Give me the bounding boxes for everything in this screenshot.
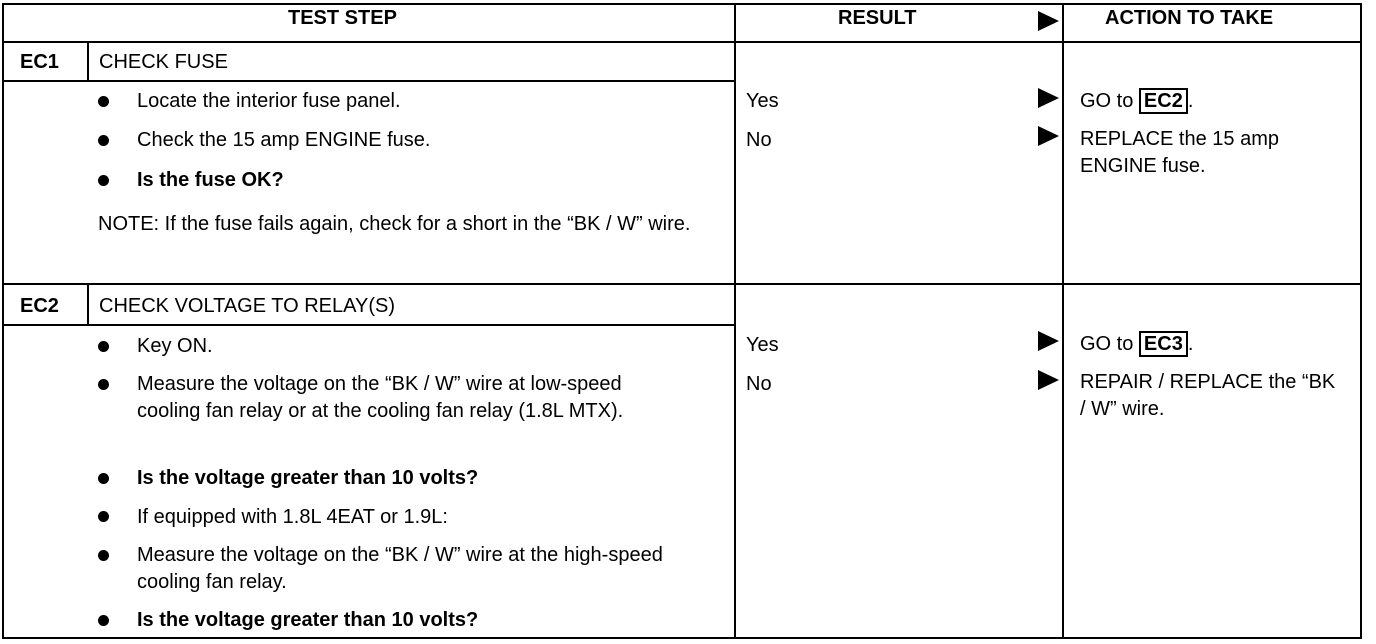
- header-result: RESULT: [838, 7, 917, 29]
- table-border-bottom: [2, 637, 1362, 639]
- col-divider-result-action: [1062, 3, 1064, 639]
- action-text: REPLACE the 15 amp ENGINE fuse.: [1080, 128, 1279, 177]
- step-item: If equipped with 1.8L 4EAT or 1.9L:: [137, 506, 448, 528]
- header-divider: [2, 41, 1362, 43]
- step-item: Measure the voltage on the “BK / W” wire…: [137, 373, 624, 422]
- bullet-icon: [98, 341, 109, 352]
- result-no: No: [746, 373, 772, 395]
- bullet-icon: [98, 96, 109, 107]
- bullet-icon: [98, 511, 109, 522]
- table-border-left: [2, 3, 4, 639]
- step-title: CHECK VOLTAGE TO RELAY(S): [99, 295, 395, 317]
- bullet-icon: [98, 615, 109, 626]
- ec1-code-divider: [87, 42, 89, 81]
- col-divider-test-result: [734, 3, 736, 639]
- step-item: Locate the interior fuse panel.: [137, 90, 401, 112]
- step-item: Measure the voltage on the “BK / W” wire…: [137, 544, 663, 593]
- bullet-icon: [98, 473, 109, 484]
- step-item: Key ON.: [137, 335, 213, 357]
- action-prefix: GO to: [1080, 90, 1134, 112]
- ec1-title-underline: [2, 80, 735, 82]
- result-no: No: [746, 129, 772, 151]
- arrow-icon: [1038, 126, 1059, 146]
- step-reference: EC3: [1138, 331, 1188, 357]
- step-title: CHECK FUSE: [99, 51, 228, 73]
- step-item: Check the 15 amp ENGINE fuse.: [137, 129, 431, 151]
- step-reference: EC2: [1138, 88, 1188, 114]
- step-question: Is the voltage greater than 10 volts?: [137, 609, 479, 631]
- arrow-icon: [1038, 370, 1059, 390]
- action-goto: GO to EC3.: [1080, 331, 1350, 358]
- action-goto: GO to EC2.: [1080, 88, 1350, 115]
- step-note: NOTE: If the fuse fails again, check for…: [98, 213, 691, 235]
- header-action: ACTION TO TAKE: [1105, 7, 1274, 29]
- row-divider-ec1-ec2: [2, 283, 1362, 285]
- ec2-title-underline: [2, 324, 735, 326]
- arrow-icon: [1038, 11, 1059, 31]
- step-code: EC1: [20, 51, 59, 73]
- arrow-icon: [1038, 331, 1059, 351]
- result-yes: Yes: [746, 90, 779, 112]
- action-text: REPAIR / REPLACE the “BK / W” wire.: [1080, 371, 1336, 420]
- action-prefix: GO to: [1080, 333, 1134, 355]
- bullet-icon: [98, 135, 109, 146]
- bullet-icon: [98, 379, 109, 390]
- result-yes: Yes: [746, 334, 779, 356]
- header-test-step: TEST STEP: [288, 7, 397, 29]
- arrow-icon: [1038, 88, 1059, 108]
- action-suffix: .: [1187, 90, 1194, 112]
- action-suffix: .: [1187, 333, 1194, 355]
- step-question: Is the voltage greater than 10 volts?: [137, 467, 479, 489]
- bullet-icon: [98, 550, 109, 561]
- ec2-code-divider: [87, 284, 89, 325]
- table-border-right: [1360, 3, 1362, 639]
- bullet-icon: [98, 175, 109, 186]
- step-question: Is the fuse OK?: [137, 169, 284, 191]
- step-code: EC2: [20, 295, 59, 317]
- table-border-top: [2, 3, 1362, 5]
